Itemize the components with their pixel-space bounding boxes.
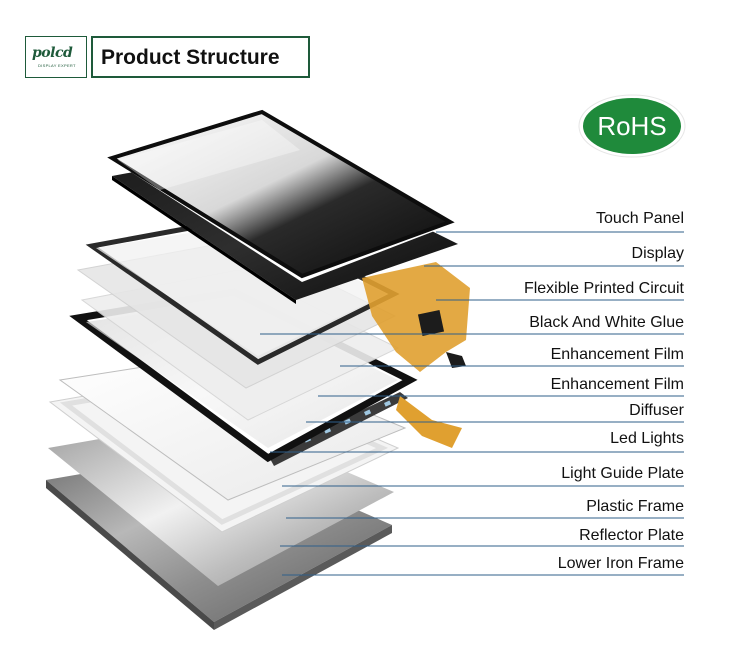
label-enhancement-film-1: Enhancement Film <box>550 346 684 363</box>
page-title: Product Structure <box>101 46 280 69</box>
rohs-badge: RoHS <box>578 94 686 158</box>
layer-fpc <box>362 262 470 372</box>
leader-lines <box>260 231 684 576</box>
label-led-lights: Led Lights <box>610 430 684 447</box>
label-plastic-frame: Plastic Frame <box>586 498 684 515</box>
label-reflector-plate: Reflector Plate <box>579 527 684 544</box>
label-diffuser: Diffuser <box>629 402 684 419</box>
logo-subtext: DISPLAY EXPERT <box>38 63 76 68</box>
label-enhancement-film-2: Enhancement Film <box>550 376 684 393</box>
label-black-white-glue: Black And White Glue <box>529 314 684 331</box>
rohs-text: RoHS <box>597 111 666 141</box>
rohs-ellipse <box>583 98 681 154</box>
polcd-logo: polcd DISPLAY EXPERT <box>25 36 87 78</box>
label-light-guide-plate: Light Guide Plate <box>561 465 684 482</box>
layer-touch-panel <box>106 108 458 282</box>
label-fpc: Flexible Printed Circuit <box>523 280 684 297</box>
title-box: Product Structure <box>91 36 310 78</box>
label-display: Display <box>631 245 684 262</box>
label-touch-panel: Touch Panel <box>595 210 684 227</box>
header: polcd DISPLAY EXPERT Product Structure <box>25 36 310 80</box>
logo-text: polcd <box>32 45 73 61</box>
label-lower-iron-frame: Lower Iron Frame <box>557 555 684 572</box>
